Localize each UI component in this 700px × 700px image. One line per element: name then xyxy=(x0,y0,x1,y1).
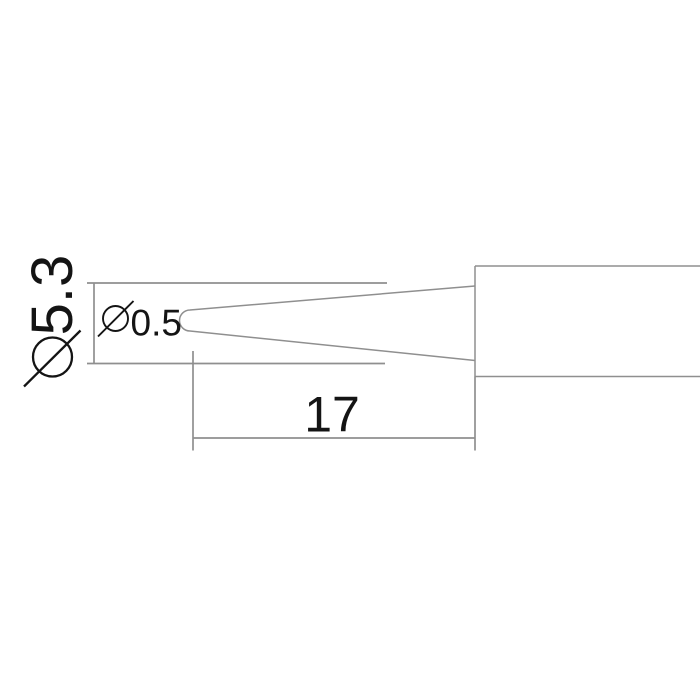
body-diameter-value: 5.3 xyxy=(20,255,85,336)
diameter-symbol-small-slash xyxy=(97,300,135,338)
cone-length-value: 17 xyxy=(304,387,360,443)
diameter-symbol-small-icon xyxy=(97,300,135,338)
tip-cone-outline xyxy=(178,285,476,362)
diameter-symbol-large-icon xyxy=(23,329,82,388)
diameter-symbol-large-slash xyxy=(23,329,82,388)
diameter-symbol-small-circle xyxy=(102,305,129,332)
diameter-symbol-large-circle xyxy=(31,336,74,378)
tip-diameter-value: 0.5 xyxy=(131,303,182,344)
